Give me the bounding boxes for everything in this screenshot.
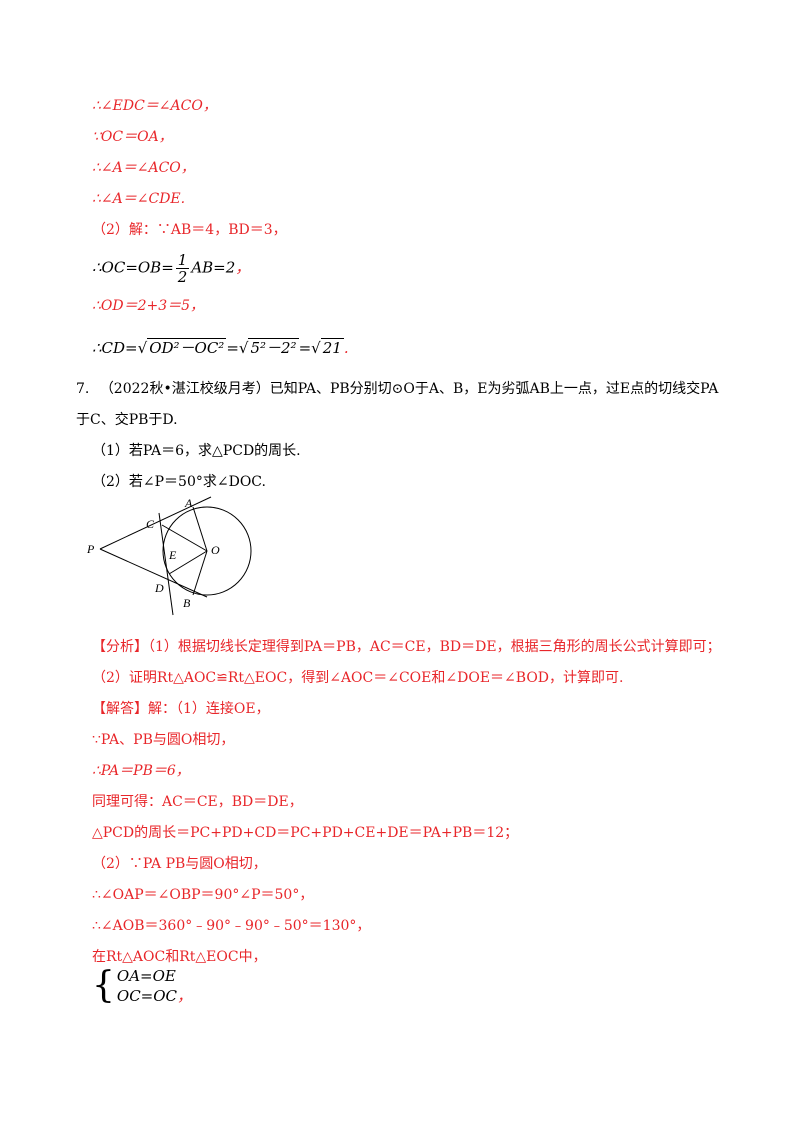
label-d: D bbox=[154, 581, 164, 595]
question-7-line-1: 7. （2022秋•湛江校级月考）已知PA、PB分别切⊙O于A、B，E为劣弧AB… bbox=[76, 379, 718, 399]
question-number: 7. bbox=[76, 381, 90, 397]
solution-line-4: 同理可得：AC＝CE，BD＝DE， bbox=[92, 794, 303, 810]
system-eq-1: OA=OE bbox=[116, 967, 176, 985]
solution-tag: 【解答】 bbox=[92, 701, 148, 717]
solution-line-5: △PCD的周长＝PC+PD+CD＝PC+PD+CE+DE＝PA+PB＝12； bbox=[92, 825, 519, 841]
solution-line-6: （2）∵PA PB与圆O相切， bbox=[92, 856, 267, 872]
equation-system: {OA=OE OC=OC， bbox=[92, 966, 192, 1006]
segment-od bbox=[168, 550, 208, 575]
question-7-line-2: 于C、交PB于D. bbox=[76, 412, 178, 428]
segment-ob bbox=[192, 550, 208, 596]
eq-suffix: AB=2 bbox=[191, 258, 236, 277]
label-o: O bbox=[211, 543, 220, 557]
segment-oc bbox=[161, 524, 208, 552]
segment-oa bbox=[192, 506, 208, 552]
proof-line-4: ∴∠A＝∠CDE. bbox=[92, 191, 186, 207]
analysis-tag: 【分析】 bbox=[92, 639, 148, 655]
proof-part2-intro: （2）解：∵AB＝4，BD＝3， bbox=[92, 222, 287, 238]
label-a: A bbox=[184, 496, 193, 510]
tangent-cd bbox=[158, 512, 174, 616]
system-eq-2: OC=OC， bbox=[116, 987, 193, 1005]
tangent-pa bbox=[99, 496, 212, 550]
solution-line-7: ∴∠OAP＝∠OBP＝90°∠P＝50°， bbox=[92, 887, 314, 903]
question-part-1: （1）若PA＝6，求△PCD的周长. bbox=[92, 443, 301, 459]
solution-line-2: ∵PA、PB与圆O相切， bbox=[92, 732, 235, 748]
label-c: C bbox=[146, 517, 155, 531]
label-b: B bbox=[183, 596, 191, 610]
solution-line-3: ∴PA＝PB＝6， bbox=[92, 763, 190, 779]
proof-line-3: ∴∠A＝∠ACO， bbox=[92, 160, 195, 176]
analysis-line-1: 【分析】（1）根据切线长定理得到PA＝PB，AC＝CE，BD＝DE，根据三角形的… bbox=[92, 639, 721, 655]
geometry-figure: P A C E O D B bbox=[86, 496, 252, 616]
proof-line-1: ∴∠EDC＝∠ACO， bbox=[92, 98, 217, 114]
question-part-2: （2）若∠P＝50°求∠DOC. bbox=[92, 474, 266, 490]
analysis-line-2: （2）证明Rt△AOC≌Rt△EOC，得到∠AOC＝∠COE和∠DOE＝∠BOD… bbox=[92, 670, 624, 686]
circle-o bbox=[162, 506, 252, 596]
label-e: E bbox=[168, 548, 177, 562]
solution-line-9: 在Rt△AOC和Rt△EOC中， bbox=[92, 949, 267, 965]
tangent-pb bbox=[99, 548, 208, 598]
solution-line-8: ∴∠AOB＝360°﹣90°﹣90°﹣50°＝130°， bbox=[92, 918, 371, 934]
proof-cd-equation: ∴CD=√OD²－OC²=√5²－2²=√21. bbox=[92, 338, 349, 357]
solution-line-1: 【解答】解：（1）连接OE， bbox=[92, 701, 270, 717]
left-brace: { bbox=[92, 965, 115, 1006]
proof-line-2: ∵OC＝OA， bbox=[92, 129, 173, 145]
label-p: P bbox=[86, 542, 95, 556]
proof-line-od: ∴OD＝2+3＝5， bbox=[92, 298, 205, 314]
question-text: （2022秋•湛江校级月考）已知PA、PB分别切⊙O于A、B，E为劣弧AB上一点… bbox=[99, 381, 719, 397]
eq-prefix: ∴OC=OB= bbox=[92, 258, 174, 277]
